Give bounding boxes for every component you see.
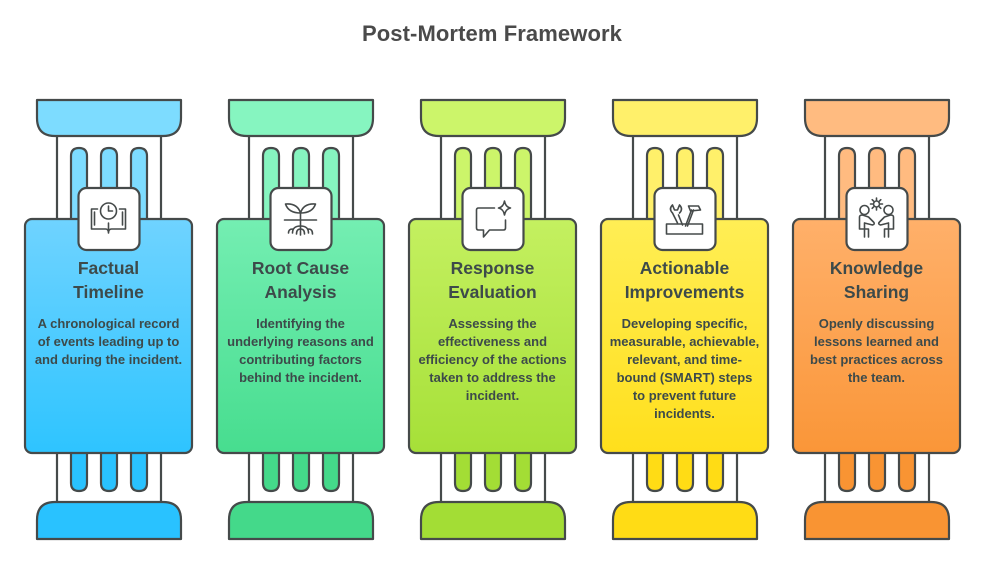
column-base (611, 500, 759, 541)
pillar-2 (215, 98, 386, 541)
people-collaborating-icon (858, 197, 895, 238)
pillar-heading-line: Actionable (639, 258, 730, 278)
column-base (803, 500, 951, 541)
plant-roots-icon (283, 203, 318, 236)
column-flute (99, 450, 119, 493)
pillar-heading-line: Response (450, 258, 535, 278)
icon-frame (653, 186, 717, 252)
toolbox-icon (665, 204, 704, 235)
column-base (35, 500, 183, 541)
column-capital (803, 98, 951, 138)
pillar-4 (599, 98, 770, 541)
column-flute (897, 450, 917, 493)
column-base (419, 500, 567, 541)
column-flute (291, 450, 311, 493)
column-flute (69, 450, 89, 493)
diagram-title: Post-Mortem Framework (361, 21, 623, 46)
pillar-heading-line: Analysis (264, 282, 337, 302)
column-flute (867, 450, 887, 493)
pillar-description: Identifying the underlying reasons and c… (227, 316, 374, 385)
column-flute (483, 450, 503, 493)
column-base (227, 500, 375, 541)
column-flute (321, 450, 341, 493)
icon-frame (845, 186, 909, 252)
clock-book-icon (90, 202, 127, 234)
pillar-description: Openly discussing lessons learned and be… (810, 316, 943, 385)
column-flute (837, 450, 857, 493)
pillar-description: Assessing the effectiveness and efficien… (418, 316, 567, 403)
pillar-heading-line: Evaluation (448, 282, 537, 302)
pillar-heading-line: Root Cause (251, 258, 350, 278)
pillar-heading-line: Timeline (73, 282, 144, 302)
column-capital (419, 98, 567, 138)
column-flute (453, 450, 473, 493)
icon-frame (461, 186, 525, 252)
column-flute (675, 450, 695, 493)
pillar-description: A chronological record of events leading… (34, 316, 183, 367)
column-capital (611, 98, 759, 138)
pillar-heading-line: Knowledge (829, 258, 924, 278)
column-flute (513, 450, 533, 493)
pillar-heading-line: Sharing (843, 282, 910, 302)
pillar-description: Developing specific, measurable, achieva… (609, 316, 760, 421)
pillar-heading-line: Factual (77, 258, 140, 278)
column-flute (129, 450, 149, 493)
column-flute (705, 450, 725, 493)
column-capital (227, 98, 375, 138)
pillar-3 (407, 98, 578, 541)
column-flute (261, 450, 281, 493)
column-capital (35, 98, 183, 138)
chat-sparkle-icon (475, 200, 512, 238)
pillar-5 (791, 98, 962, 541)
pillar-heading-line: Improvements (624, 282, 745, 302)
pillar-1 (23, 98, 194, 541)
column-flute (645, 450, 665, 493)
